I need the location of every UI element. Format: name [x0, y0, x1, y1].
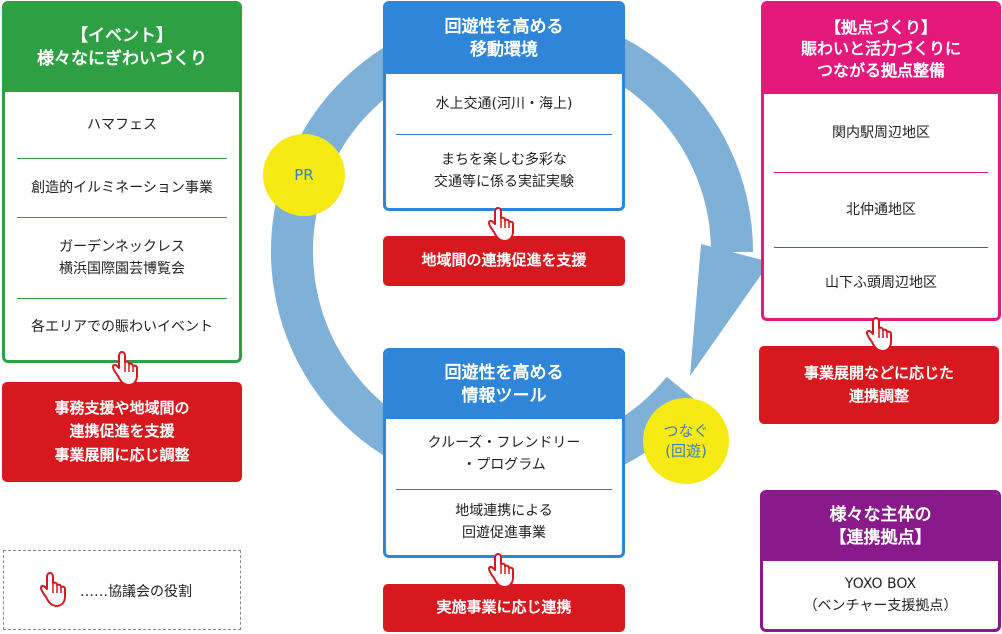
info-item-cruise-program: クルーズ・フレンドリー ・プログラム	[427, 434, 581, 473]
hub-item-kitanaka: 北仲通地区	[846, 201, 916, 218]
event-role-box: 事務支援や地域間の 連携促進を支援 事業展開に応じ調整	[2, 382, 242, 482]
info-card-title: 回遊性を高める 情報ツール	[386, 351, 622, 419]
pointing-hand-icon	[488, 553, 514, 588]
event-card: 【イベント】 様々なにぎわいづくり ハマフェス 創造的イルミネーション事業 ガー…	[2, 1, 242, 363]
mobility-item-experiment: まちを楽しむ多彩な 交通等に係る実証実験	[434, 151, 574, 190]
partner-card-title: 様々な主体の 【連携拠点】	[763, 493, 998, 561]
info-item-regional-promotion: 地域連携による 回遊促進事業	[455, 502, 553, 541]
legend-box: ……協議会の役割	[3, 550, 241, 630]
event-item-garden-necklace: ガーデンネックレス 横浜国際園芸博覧会	[59, 238, 185, 277]
divider	[774, 172, 988, 173]
hub-item-kannai: 関内駅周辺地区	[832, 124, 930, 141]
divider	[774, 247, 988, 248]
divider	[17, 298, 227, 299]
mobility-card-title: 回遊性を高める 移動環境	[386, 4, 622, 74]
legend-label: ……協議会の役割	[80, 584, 192, 600]
pointing-hand-icon	[112, 351, 138, 386]
pr-label-circle: PR	[263, 134, 345, 216]
mobility-item-water-transit: 水上交通(河川・海上)	[435, 95, 573, 112]
event-item-hamafes: ハマフェス	[87, 116, 157, 133]
pointing-hand-icon	[488, 207, 514, 242]
divider	[396, 489, 612, 490]
partner-card: 様々な主体の 【連携拠点】 YOXO BOX （ベンチャー支援拠点）	[760, 490, 1001, 632]
info-role-box: 実施事業に応じ連携	[383, 584, 625, 632]
cycle-arrowhead	[690, 244, 770, 376]
mobility-role-box: 地域間の連携促進を支援	[383, 236, 625, 286]
pointing-hand-icon	[40, 572, 66, 607]
hub-role-box: 事業展開などに応じた 連携調整	[759, 346, 999, 424]
event-card-title: 【イベント】 様々なにぎわいづくり	[5, 4, 239, 92]
connect-label-circle: つなぐ (回遊)	[643, 398, 729, 484]
info-card: 回遊性を高める 情報ツール クルーズ・フレンドリー ・プログラム 地域連携による…	[383, 348, 625, 558]
divider	[17, 158, 227, 159]
divider	[396, 134, 612, 135]
divider	[17, 217, 227, 218]
hub-card-title: 【拠点づくり】 賑わいと活力づくりに つながる拠点整備	[764, 4, 998, 94]
pointing-hand-icon	[866, 317, 892, 352]
event-item-area-events: 各エリアでの賑わいイベント	[31, 318, 213, 335]
partner-item-yoxo-box: YOXO BOX （ベンチャー支援拠点）	[803, 575, 958, 614]
mobility-card: 回遊性を高める 移動環境 水上交通(河川・海上) まちを楽しむ多彩な 交通等に係…	[383, 1, 625, 211]
hub-item-yamashita: 山下ふ頭周辺地区	[825, 274, 937, 291]
event-item-illumination: 創造的イルミネーション事業	[31, 179, 213, 196]
hub-card: 【拠点づくり】 賑わいと活力づくりに つながる拠点整備 関内駅周辺地区 北仲通地…	[761, 1, 1001, 321]
